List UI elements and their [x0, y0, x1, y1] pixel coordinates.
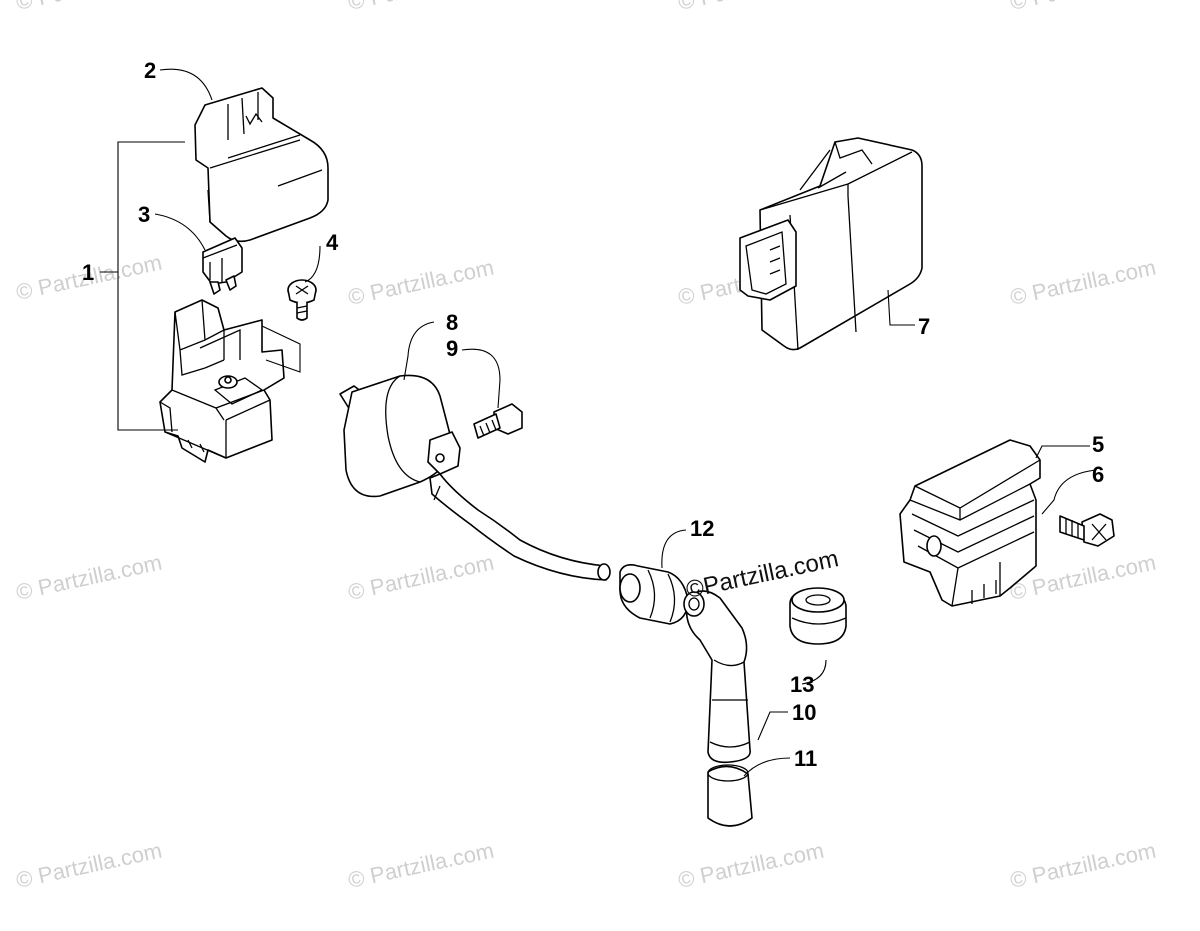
fuse[interactable]	[202, 237, 243, 295]
callout-10: 10	[792, 700, 816, 725]
plug-cap-seal[interactable]	[707, 764, 753, 827]
spark-plug-cap[interactable]	[683, 590, 751, 764]
callout-labels: 1 2 3 4 5 6 7 8 9 10 11 12 13	[82, 58, 1104, 771]
callout-11: 11	[794, 746, 817, 771]
callout-12: 12	[690, 516, 714, 541]
leader-lines	[100, 68, 1097, 777]
callout-1: 1	[82, 260, 94, 285]
boot-cap[interactable]	[619, 564, 689, 625]
watermark: © Partzilla.com	[14, 0, 164, 15]
callout-5: 5	[1092, 432, 1104, 457]
callout-4: 4	[326, 230, 339, 255]
callout-3: 3	[138, 202, 150, 227]
grommet[interactable]	[789, 587, 847, 645]
relay-cover[interactable]	[194, 87, 329, 243]
callout-9: 9	[446, 336, 458, 361]
callout-13: 13	[790, 672, 814, 697]
watermark: © Partzilla.com	[14, 550, 164, 605]
watermark: © Partzilla.com	[346, 838, 496, 893]
watermark: © Partzilla.com	[346, 0, 496, 15]
watermark: © Partzilla.com	[1008, 838, 1158, 893]
callout-7: 7	[918, 314, 930, 339]
watermark: © Partzilla.com	[346, 255, 496, 310]
relay-screw[interactable]	[287, 279, 317, 321]
regulator-rectifier[interactable]	[899, 439, 1041, 607]
watermark: © Partzilla.com	[14, 838, 164, 893]
cdi-unit[interactable]	[739, 137, 923, 351]
coil-bolt[interactable]	[473, 403, 523, 439]
watermark: © Partzilla.com	[676, 0, 826, 15]
regulator-bolt[interactable]	[1059, 513, 1115, 547]
watermark: © Partzilla.com	[1008, 255, 1158, 310]
callout-6: 6	[1092, 462, 1104, 487]
callout-8: 8	[446, 310, 458, 335]
ignition-coil[interactable]	[339, 374, 611, 581]
watermark: © Partzilla.com	[676, 838, 826, 893]
callout-2: 2	[144, 58, 156, 83]
starter-relay[interactable]	[159, 299, 285, 463]
watermark: © Partzilla.com	[346, 550, 496, 605]
watermark: © Partzilla.com	[1008, 0, 1158, 15]
